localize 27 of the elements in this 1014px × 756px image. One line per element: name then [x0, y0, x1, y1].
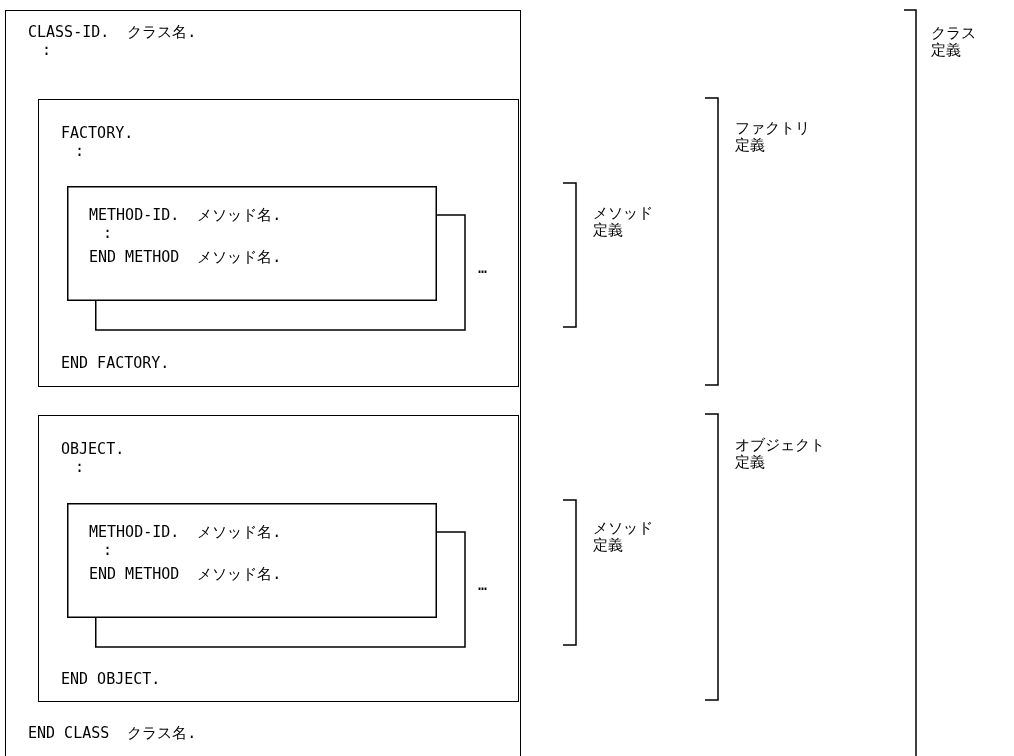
- ellipsis-mark: :: [103, 224, 113, 242]
- code-line: END OBJECT.: [61, 670, 161, 688]
- bracket-label: メソッド定義: [593, 520, 654, 554]
- ellipsis-mark: :: [103, 541, 113, 559]
- ellipsis-mark: :: [75, 142, 85, 160]
- code-line: METHOD-ID. メソッド名.: [89, 206, 282, 224]
- code-line: FACTORY.: [61, 124, 134, 142]
- ellipsis-mark: :: [42, 41, 52, 59]
- factory-box: [38, 99, 519, 387]
- object-box: [38, 415, 519, 702]
- bracket-label: メソッド定義: [593, 205, 654, 239]
- code-line: CLASS-ID. クラス名.: [28, 23, 197, 41]
- more-marker: …: [478, 577, 488, 594]
- code-line: END CLASS クラス名.: [28, 724, 197, 742]
- class-box: [5, 10, 521, 756]
- more-marker: …: [478, 260, 488, 277]
- code-line: OBJECT.: [61, 440, 125, 458]
- bracket-label: オブジェクト定義: [735, 437, 826, 471]
- stacked-method-box: [67, 186, 466, 331]
- code-line: END METHOD メソッド名.: [89, 565, 282, 583]
- code-line: END FACTORY.: [61, 354, 170, 372]
- stacked-method-box: [67, 503, 466, 648]
- bracket-label: ファクトリ定義: [735, 120, 811, 154]
- code-line: METHOD-ID. メソッド名.: [89, 523, 282, 541]
- code-line: END METHOD メソッド名.: [89, 248, 282, 266]
- bracket-label: クラス定義: [931, 25, 977, 59]
- ellipsis-mark: :: [75, 458, 85, 476]
